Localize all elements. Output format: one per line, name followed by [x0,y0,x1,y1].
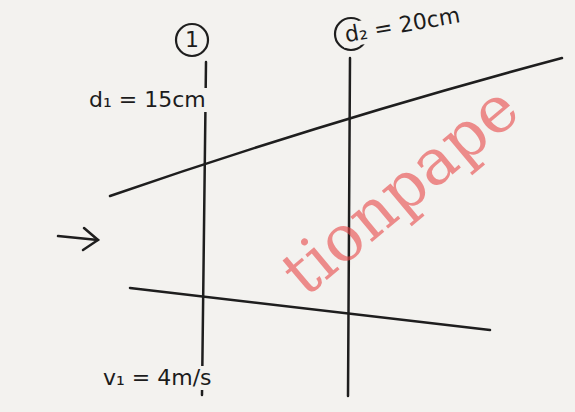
dimension-label: d₁ = 15cm [86,88,209,112]
flow-arrow-head [83,228,98,250]
section-number: 1 [185,29,199,51]
dimension-label: v₁ = 4m/s [100,366,215,390]
flow-arrow [58,236,98,240]
dimension-label: d₂ = 20cm [340,3,465,48]
circle-outline [176,24,208,56]
watermark: tionpape [266,70,533,310]
section-circle: 1 [174,22,210,58]
